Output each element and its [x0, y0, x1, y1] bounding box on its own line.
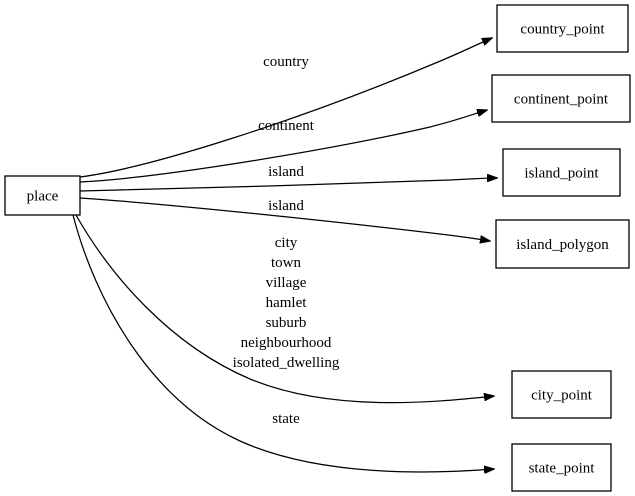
node-label-country_point: country_point	[520, 22, 605, 38]
edge-label-line: country	[263, 54, 309, 70]
edge-label-line: state	[272, 411, 300, 427]
edge-label-line: continent	[258, 118, 315, 134]
edge-label-continent_point: continent	[258, 118, 315, 134]
node-label-place: place	[27, 189, 59, 205]
edge-label-line: island	[268, 198, 304, 214]
node-box-continent_point[interactable]	[491, 74, 631, 123]
edge-line-country_point	[79, 38, 492, 178]
node-box-place[interactable]	[4, 175, 81, 216]
node-country_point[interactable]: country_point	[496, 4, 629, 53]
edge-label-line: hamlet	[266, 295, 308, 311]
nodes-group: place country_point continent_point island_…	[4, 4, 631, 492]
edge-labels-group: country continent island island city town vill…	[233, 54, 340, 427]
node-label-continent_point: continent_point	[514, 92, 609, 108]
node-label-island_polygon: island_polygon	[516, 237, 609, 253]
edge-label-line: town	[271, 255, 302, 271]
node-label-state_point: state_point	[529, 461, 596, 477]
edge-line-state_point	[72, 214, 494, 472]
edge-label-line: isolated_dwelling	[233, 355, 340, 371]
node-island_point[interactable]: island_point	[502, 148, 621, 197]
node-label-island_point: island_point	[524, 166, 599, 182]
node-box-state_point[interactable]	[511, 443, 612, 492]
node-city_point[interactable]: city_point	[511, 370, 612, 419]
graph-edge	[72, 214, 494, 472]
edge-line-island_polygon	[79, 197, 490, 241]
node-box-island_polygon[interactable]	[495, 219, 630, 269]
edge-label-island_polygon: island	[268, 198, 304, 214]
edge-label-country_point: country	[263, 54, 309, 70]
node-place[interactable]: place	[4, 175, 81, 216]
graph-edge	[79, 197, 490, 241]
graph-edge	[79, 110, 487, 183]
edge-label-island_point: island	[268, 164, 304, 180]
node-island_polygon[interactable]: island_polygon	[495, 219, 630, 269]
edge-label-line: island	[268, 164, 304, 180]
edge-label-state_point: state	[272, 411, 300, 427]
graph-edge	[79, 38, 492, 178]
edge-line-island_point	[79, 178, 497, 192]
edge-label-line: city	[275, 235, 298, 251]
node-box-city_point[interactable]	[511, 370, 612, 419]
node-continent_point[interactable]: continent_point	[491, 74, 631, 123]
edge-label-line: village	[266, 275, 307, 291]
edge-line-city_point	[75, 214, 494, 404]
graph-edge	[75, 214, 494, 404]
graph-edge	[79, 178, 497, 192]
edges-group	[72, 38, 497, 472]
node-box-country_point[interactable]	[496, 4, 629, 53]
edge-label-line: neighbourhood	[241, 335, 332, 351]
edge-label-line: suburb	[266, 315, 307, 331]
node-label-city_point: city_point	[531, 388, 593, 404]
edge-label-city_point: city town village hamlet suburb neighbourhood…	[233, 235, 340, 371]
edge-line-continent_point	[79, 110, 487, 183]
node-state_point[interactable]: state_point	[511, 443, 612, 492]
node-box-island_point[interactable]	[502, 148, 621, 197]
